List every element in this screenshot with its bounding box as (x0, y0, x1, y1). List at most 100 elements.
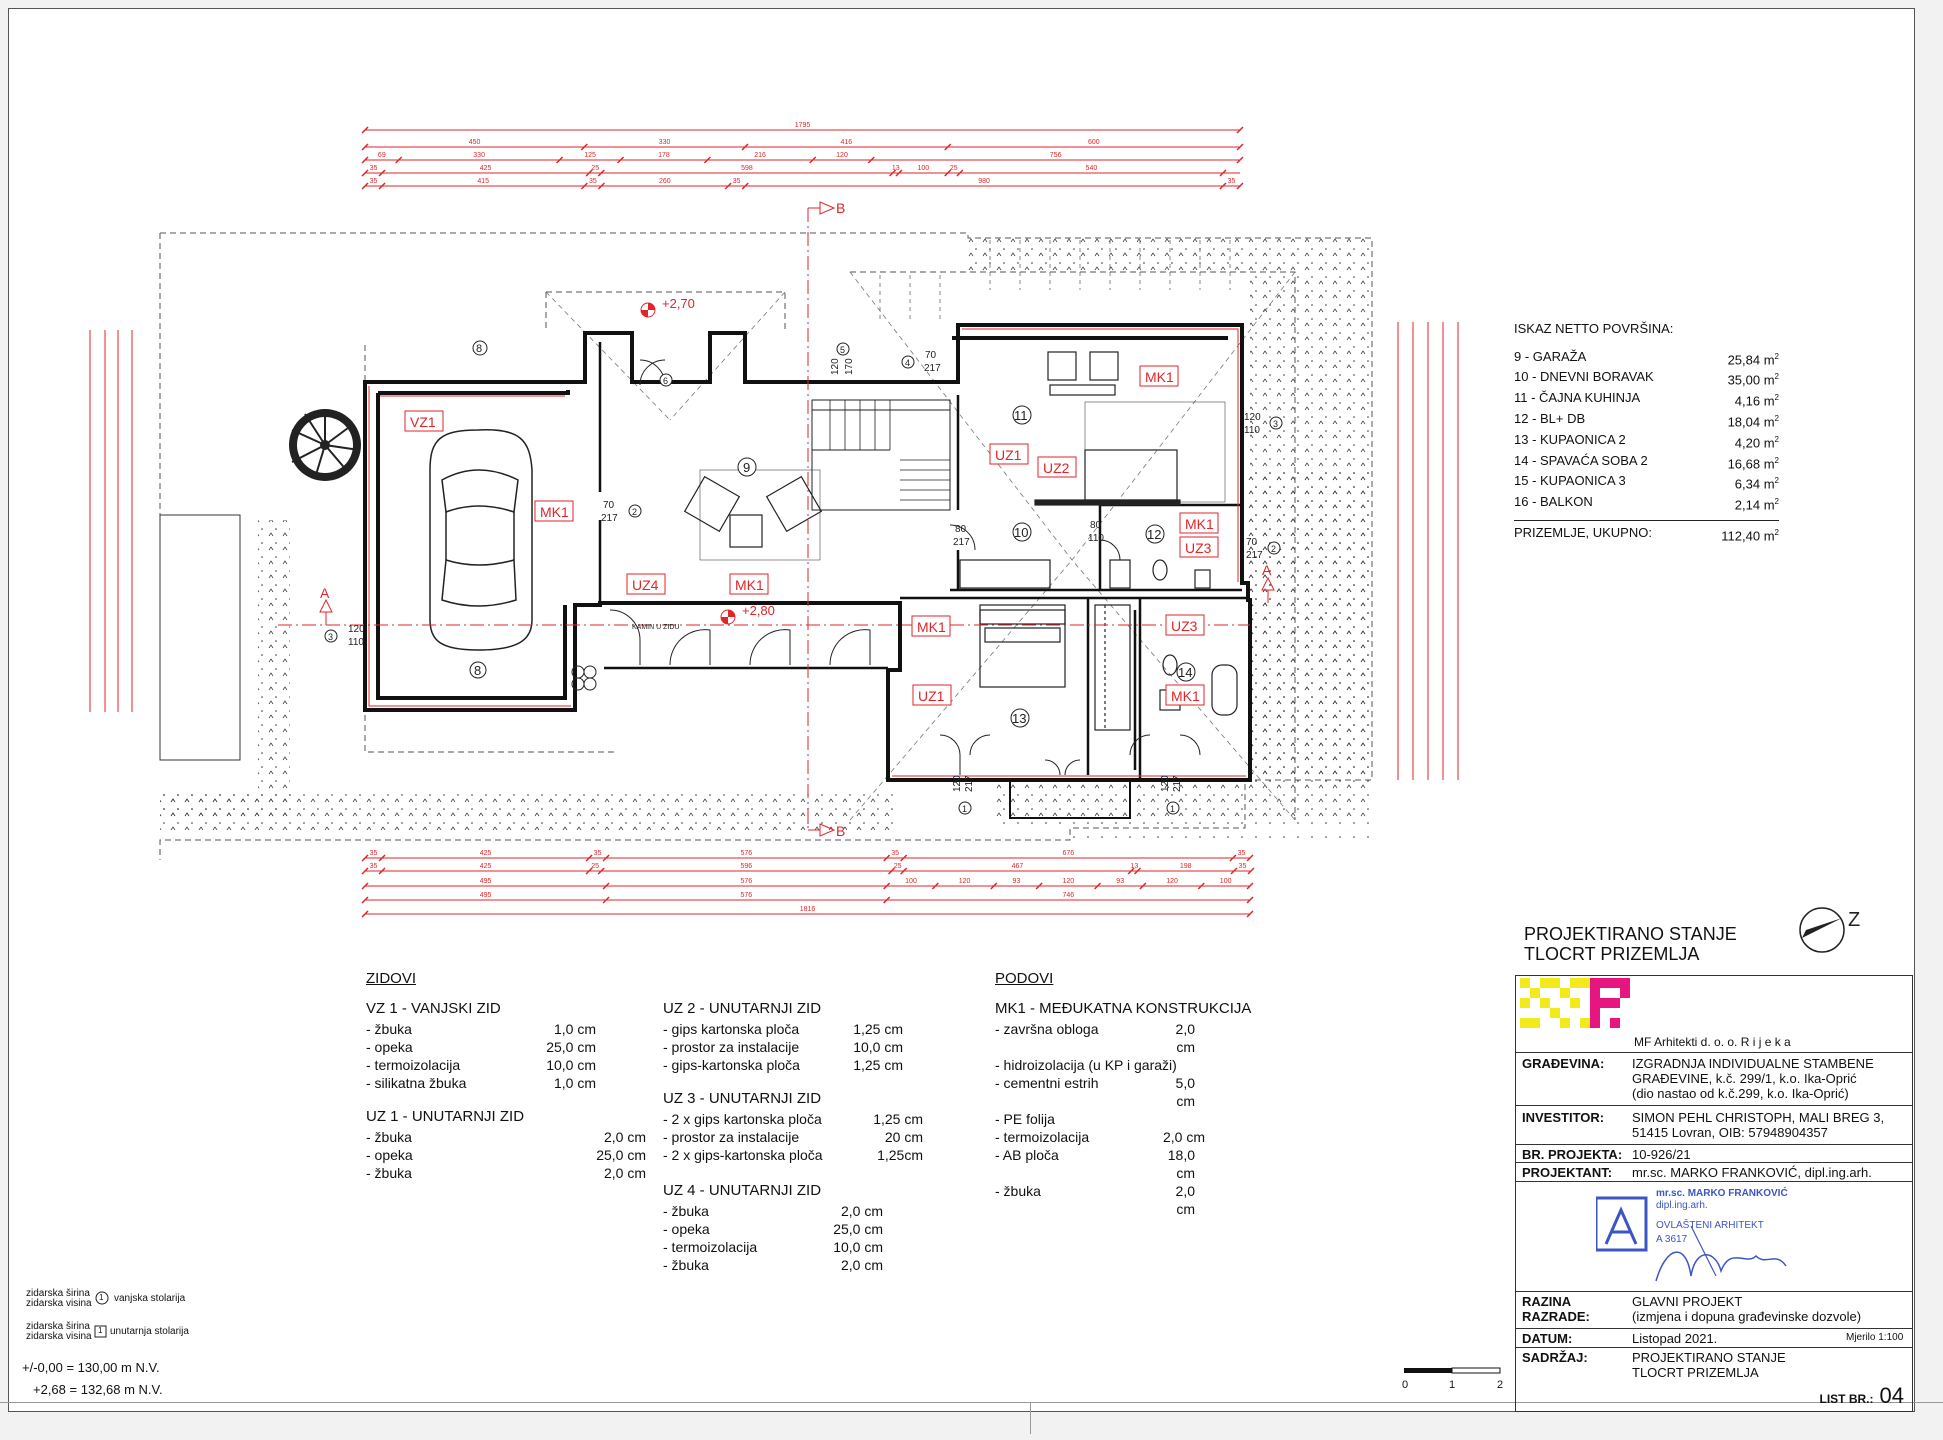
svg-text:110: 110 (348, 637, 364, 648)
architect-stamp: mr.sc. MARKO FRANKOVIĆ dipl.ing.arh. OVL… (1594, 1186, 1836, 1286)
dim-top-row1-tick (944, 143, 952, 151)
chimney-pipes (571, 665, 597, 691)
dim-top-row2-label: 120 (836, 152, 848, 159)
investitor-value: SIMON PEHL CHRISTOPH, MALI BREG 3, 51415… (1632, 1110, 1885, 1140)
dim-bottom-row3-tick (990, 882, 998, 890)
dim-top-row3-tick (1219, 169, 1227, 177)
project-number-value: 10-926/21 (1632, 1147, 1691, 1162)
dim-bottom-row2-tick (1127, 867, 1135, 875)
dim-bottom-row2-label: 467 (1012, 863, 1024, 870)
dim-bottom-row1-tick (378, 854, 386, 862)
dim-bottom-row1-label: 425 (480, 850, 492, 857)
opening-mark: 5 120 170 (830, 342, 855, 375)
dim-top-row1-tick (580, 143, 588, 151)
inner-joinery-key: zidarska širina zidarska visina (26, 1321, 92, 1342)
scale-bar: 0 1 2 (1402, 1367, 1503, 1391)
dim-top-row2-tick (556, 156, 564, 164)
dim-bottom-row3-tick (883, 882, 891, 890)
dim-top-row3-label: 598 (741, 165, 753, 172)
dim-top-row1-tick (741, 143, 749, 151)
dim-top-row1-label: 330 (659, 139, 671, 146)
svg-text:13: 13 (1012, 711, 1026, 726)
wall-hatch-lines (368, 328, 1246, 777)
opening-mark: 6 (659, 373, 673, 387)
svg-text:MK1: MK1 (540, 504, 569, 520)
svg-text:1: 1 (1449, 1379, 1455, 1391)
svg-text:VZ1: VZ1 (410, 414, 436, 430)
dim-bottom-row4-label: 495 (480, 892, 492, 899)
projektant-value: mr.sc. MARKO FRANKOVIĆ, dipl.ing.arh. (1632, 1165, 1872, 1180)
dim-top-row3-tick (889, 169, 897, 177)
svg-text:110: 110 (1088, 533, 1104, 544)
svg-text:120: 120 (1244, 412, 1261, 423)
dim-bottom-row1-tick (602, 854, 610, 862)
column-guides (879, 240, 1231, 320)
svg-text:11: 11 (1014, 408, 1028, 423)
interior-walls (598, 342, 1250, 780)
dim-bottom-row3-label: 120 (959, 878, 971, 885)
dim-bottom-row2-tick (378, 867, 386, 875)
inner-key-num: 1 (98, 1326, 103, 1335)
dim-bottom-row3-tick (1139, 882, 1147, 890)
svg-text:3: 3 (328, 632, 333, 642)
level-reference-0: +/-0,00 = 130,00 m N.V. (22, 1360, 160, 1375)
dim-top-row2-tick (617, 156, 625, 164)
terrace-hatch (160, 238, 1372, 838)
dim-bottom-row2-label: 35 (370, 863, 378, 870)
balcony (1009, 779, 1131, 819)
svg-text:10: 10 (1014, 525, 1028, 540)
svg-text:2: 2 (632, 507, 637, 517)
dim-top-row3-label: 425 (480, 165, 492, 172)
dim-bottom-total-tick (1246, 910, 1254, 918)
svg-text:A: A (320, 585, 330, 601)
dim-bottom-row3-tick (931, 882, 939, 890)
svg-text:UZ3: UZ3 (1171, 618, 1198, 634)
dim-bottom-row4-tick (361, 896, 369, 904)
dim-top-row4-tick (378, 182, 386, 190)
svg-text:70: 70 (603, 500, 615, 511)
dim-bottom-row2-tick (585, 867, 593, 875)
dim-top-row2-tick (867, 156, 875, 164)
elevation-marker-280: +2,80 (720, 603, 775, 625)
key-symbols (94, 1291, 109, 1338)
stamp-graphic (1594, 1196, 1787, 1282)
svg-text:80: 80 (955, 524, 967, 535)
svg-text:MK1: MK1 (1145, 369, 1174, 385)
dim-top-row4-tick (1236, 182, 1244, 190)
dim-bottom-row2-label: 35 (1239, 863, 1247, 870)
opening-mark: 1 120 217 (952, 775, 975, 815)
dim-bottom-row3-label: 100 (905, 878, 917, 885)
dim-top-total-tick (1236, 126, 1244, 134)
dim-top-row2-label: 330 (473, 152, 485, 159)
dim-bottom-total-tick (361, 910, 369, 918)
dim-top-row1-label: 600 (1088, 139, 1100, 146)
svg-text:MK1: MK1 (1171, 688, 1200, 704)
dim-top-row4-tick (1219, 182, 1227, 190)
svg-text:0: 0 (1402, 1379, 1408, 1391)
wall-spec-uz2: UZ 2 - UNUTARNJI ZID - gips kartonska pl… (663, 1000, 903, 1073)
dim-bottom-row2-label: 198 (1180, 863, 1192, 870)
dim-top-row3-tick (585, 169, 593, 177)
elevation-marker-270: +2,70 (640, 296, 695, 318)
razina-value: GLAVNI PROJEKT (izmjena i dopuna građevi… (1632, 1294, 1862, 1324)
gradevina-value: IZGRADNJA INDIVIDUALNE STAMBENE GRAĐEVIN… (1632, 1056, 1874, 1101)
dim-bottom-row4-label: 746 (1062, 892, 1074, 899)
dim-bottom-row1-tick (1229, 854, 1237, 862)
dim-bottom-row1-tick (361, 854, 369, 862)
dim-top-row3-tick (956, 169, 964, 177)
dim-top-row2-label: 216 (754, 152, 766, 159)
dim-top-row4-label: 35 (1228, 178, 1236, 185)
mf-logo (1520, 978, 1630, 1028)
dim-bottom-row3-label: 120 (1062, 878, 1074, 885)
dim-top-row3-tick (944, 169, 952, 177)
